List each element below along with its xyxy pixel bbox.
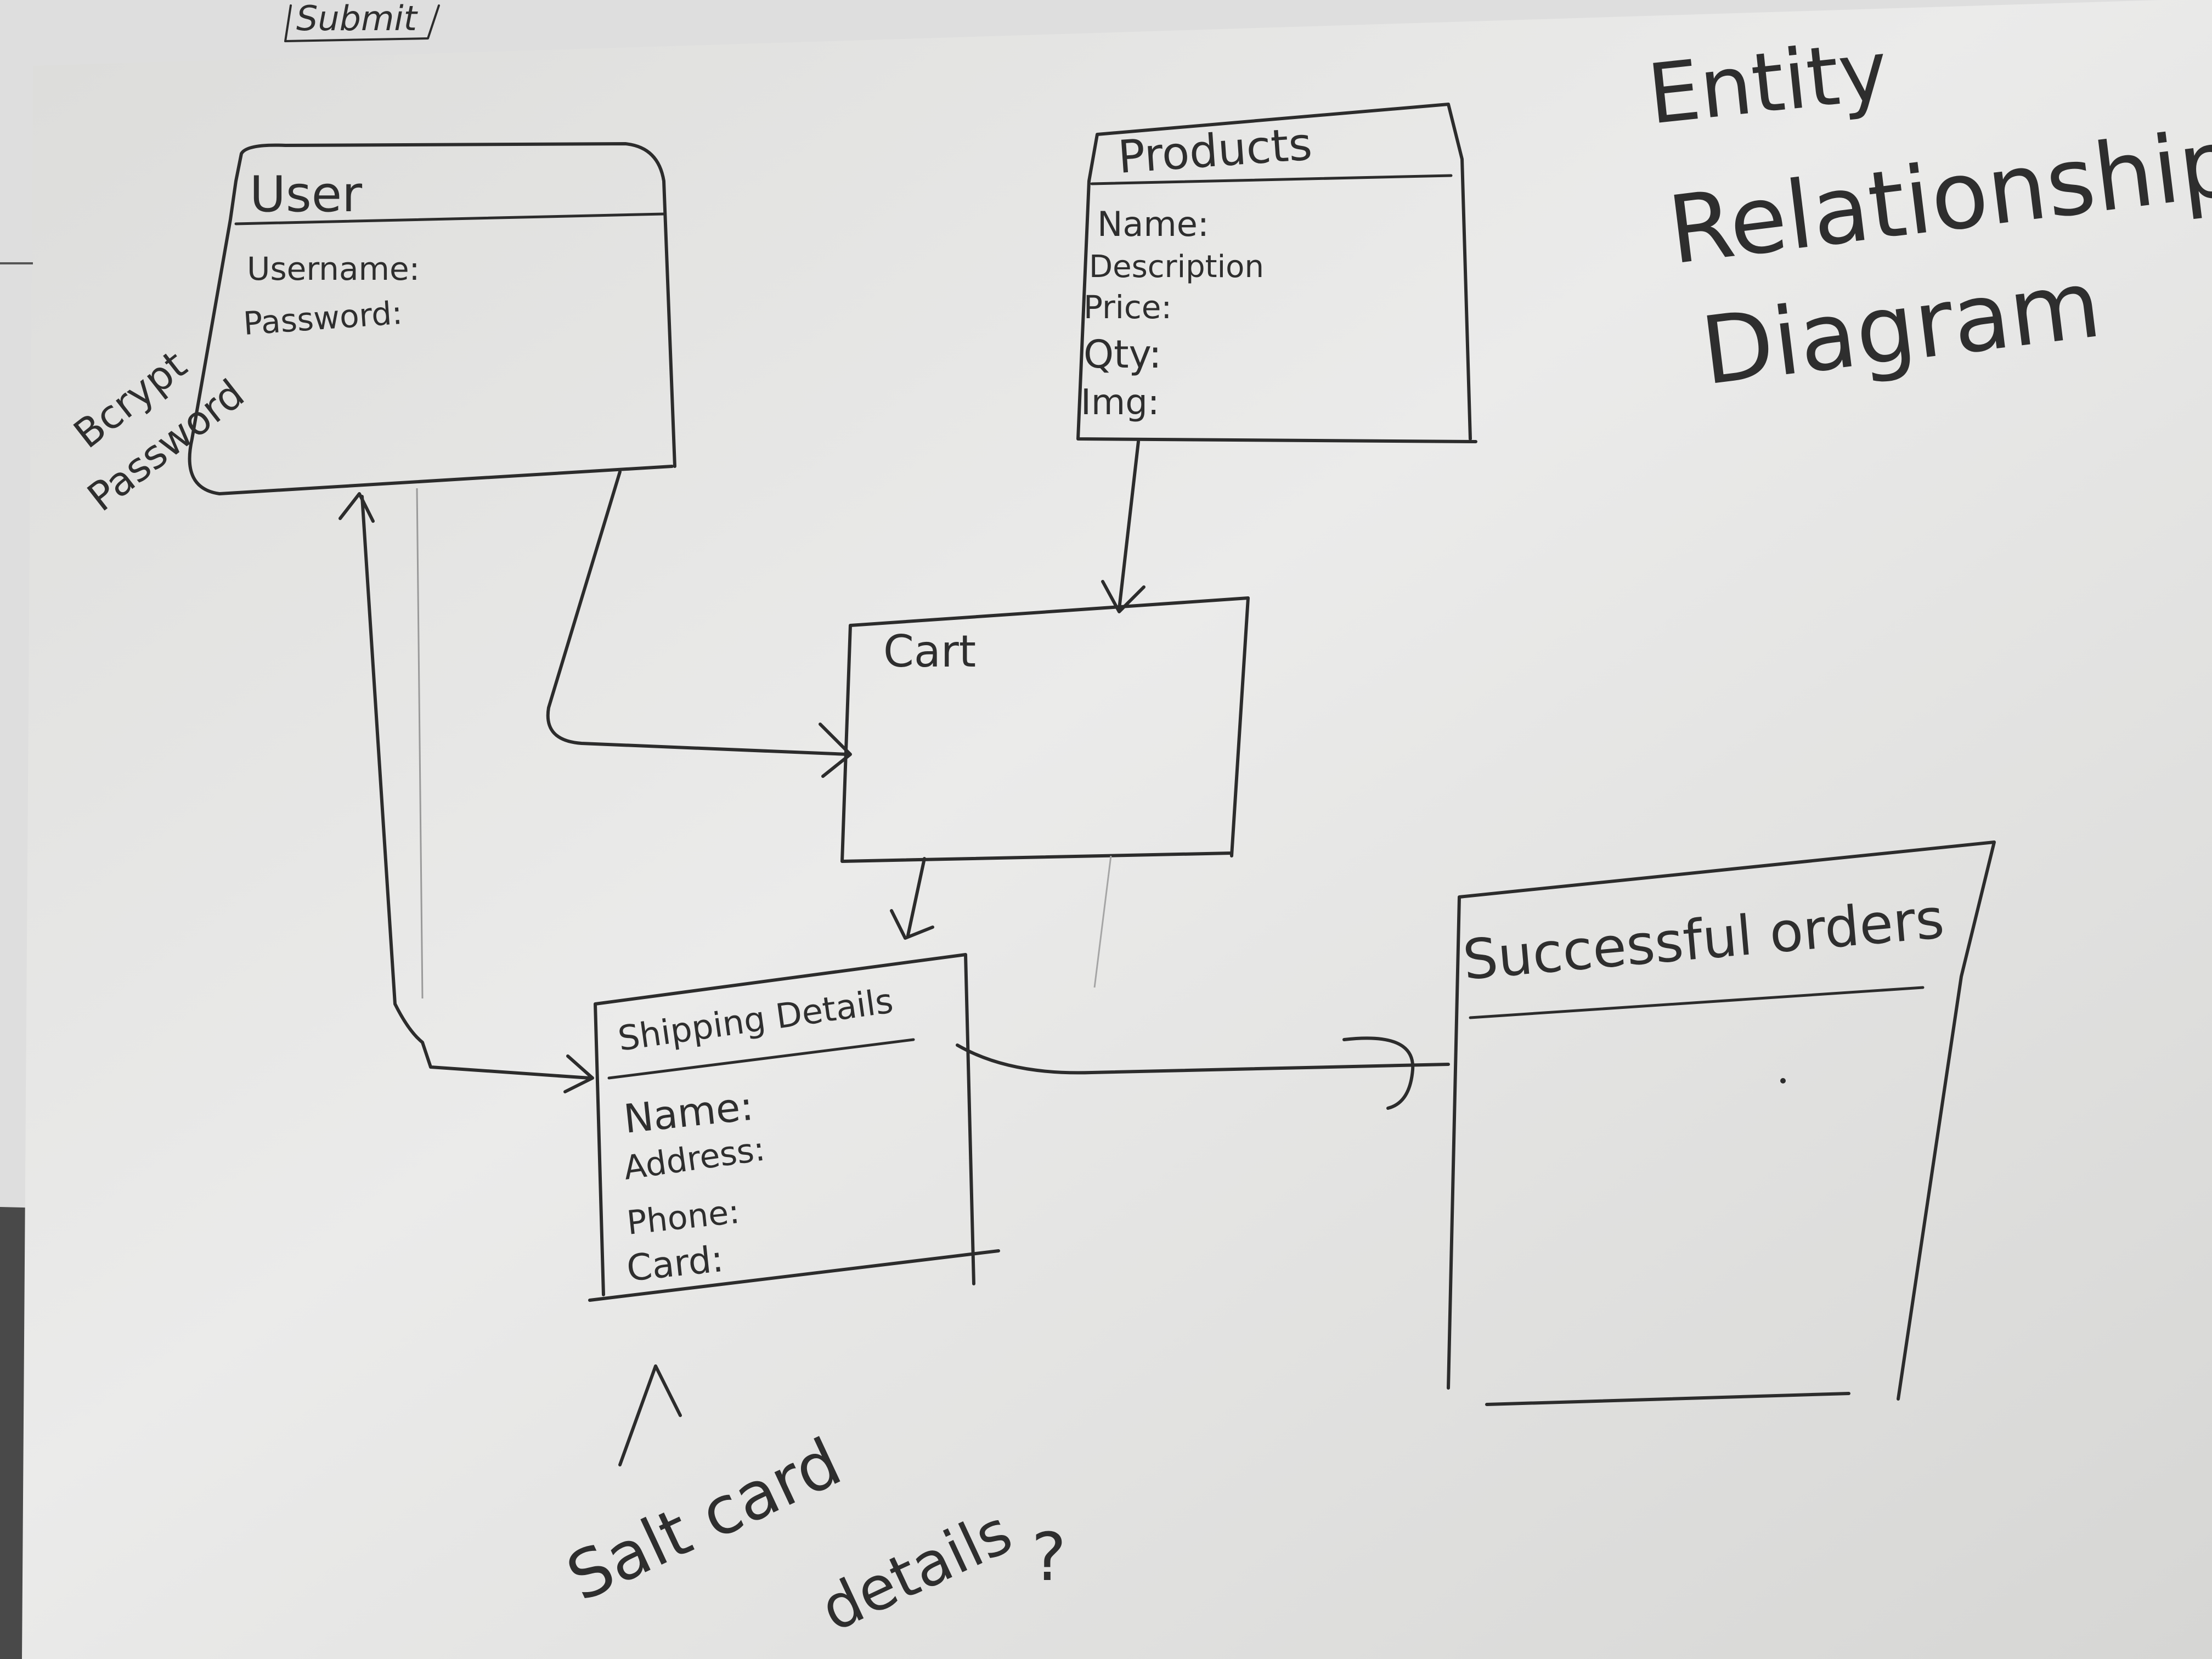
relationship-lines	[338, 440, 1450, 1110]
shipping-box-outline	[588, 953, 1000, 1302]
orders-dot	[1780, 1078, 1786, 1084]
products-to-cart-line	[1118, 440, 1140, 611]
shipping-to-orders-arrowhead	[1342, 1036, 1415, 1110]
faint-guide-line-1	[416, 488, 424, 999]
products-field-img: Img:	[1081, 382, 1159, 423]
orders-header-divider	[1469, 986, 1925, 1019]
products-box-outline	[1076, 103, 1477, 443]
products-field-qty: Qty:	[1084, 332, 1161, 377]
user-title: User	[250, 166, 362, 223]
top-fragment-box	[284, 4, 440, 42]
cart-to-shipping-arrowhead	[890, 909, 934, 940]
salt-note-arrow	[618, 1364, 682, 1466]
cart-box-outline	[840, 596, 1250, 863]
shipping-header-divider	[607, 1038, 915, 1080]
shipping-to-user-arrowhead	[338, 492, 375, 523]
products-field-description: Description	[1089, 249, 1264, 285]
products-entity: Products Name: Description Price: Qty: I…	[1076, 103, 1477, 443]
faint-guide-line-2	[1093, 855, 1112, 988]
orders-box-outline	[1447, 840, 1996, 1406]
user-header-divider	[234, 212, 665, 225]
cart-entity: Cart	[840, 596, 1250, 863]
user-to-cart-line	[546, 470, 849, 756]
user-entity: User Username: Password:	[188, 142, 676, 495]
top-fragment-text: Submit	[296, 0, 419, 38]
products-to-cart-arrowhead	[1101, 580, 1146, 613]
shipping-to-orders-line	[956, 1043, 1450, 1075]
products-field-name: Name:	[1097, 204, 1209, 244]
shipping-field-card: Card:	[625, 1238, 726, 1290]
user-box-outline	[188, 142, 676, 495]
products-field-price: Price:	[1084, 289, 1172, 326]
user-to-shipping-line	[360, 495, 591, 1080]
cart-to-shipping-line	[906, 857, 926, 937]
user-field-username: Username:	[247, 250, 420, 287]
user-to-cart-arrowhead	[819, 723, 852, 778]
salt-note-question-mark: ?	[1031, 1520, 1066, 1596]
products-header-divider	[1090, 174, 1453, 185]
user-to-shipping-arrowhead	[563, 1054, 594, 1093]
paper-sheet	[22, 0, 2212, 1659]
cart-title: Cart	[883, 626, 976, 677]
